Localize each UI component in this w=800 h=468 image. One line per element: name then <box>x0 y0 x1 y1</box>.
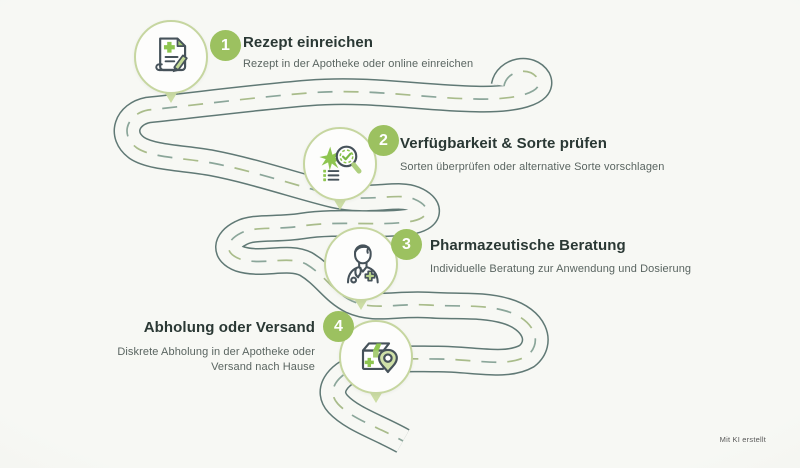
step-3-number-badge: 3 <box>391 229 422 260</box>
step-3-title: Pharmazeutische Beratung <box>430 237 626 254</box>
step-2-circle <box>303 127 377 201</box>
step-2-title: Verfügbarkeit & Sorte prüfen <box>400 135 608 152</box>
step-3-circle <box>324 227 398 301</box>
step-4-title: Abholung oder Versand <box>143 319 315 336</box>
step-2-number-badge: 2 <box>368 125 399 156</box>
step-2-number: 2 <box>379 131 388 149</box>
pharmacist-icon <box>346 244 379 284</box>
step-1-title: Rezept einreichen <box>243 34 374 51</box>
step-1-number-badge: 1 <box>210 30 241 61</box>
step-4-number-badge: 4 <box>323 311 354 342</box>
step-1-circle <box>134 20 208 94</box>
step-4-number: 4 <box>334 317 343 335</box>
step-3-number: 3 <box>402 235 411 253</box>
prescription-document-icon <box>155 37 188 73</box>
cannabis-leaf <box>319 146 343 171</box>
step-2-subtitle: Sorten überprüfen oder alternative Sorte… <box>400 161 665 173</box>
step-3-subtitle: Individuelle Beratung zur Anwendung und … <box>430 263 692 275</box>
ai-credit-label: Mit KI erstellt <box>719 435 766 444</box>
strain-search-icon <box>319 145 362 182</box>
step-1-subtitle: Rezept in der Apotheke oder online einre… <box>243 58 474 70</box>
package-delivery-icon <box>361 342 398 374</box>
step-4-subtitle: Diskrete Abholung in der Apotheke oder V… <box>117 346 315 373</box>
step-1-number: 1 <box>221 36 230 54</box>
